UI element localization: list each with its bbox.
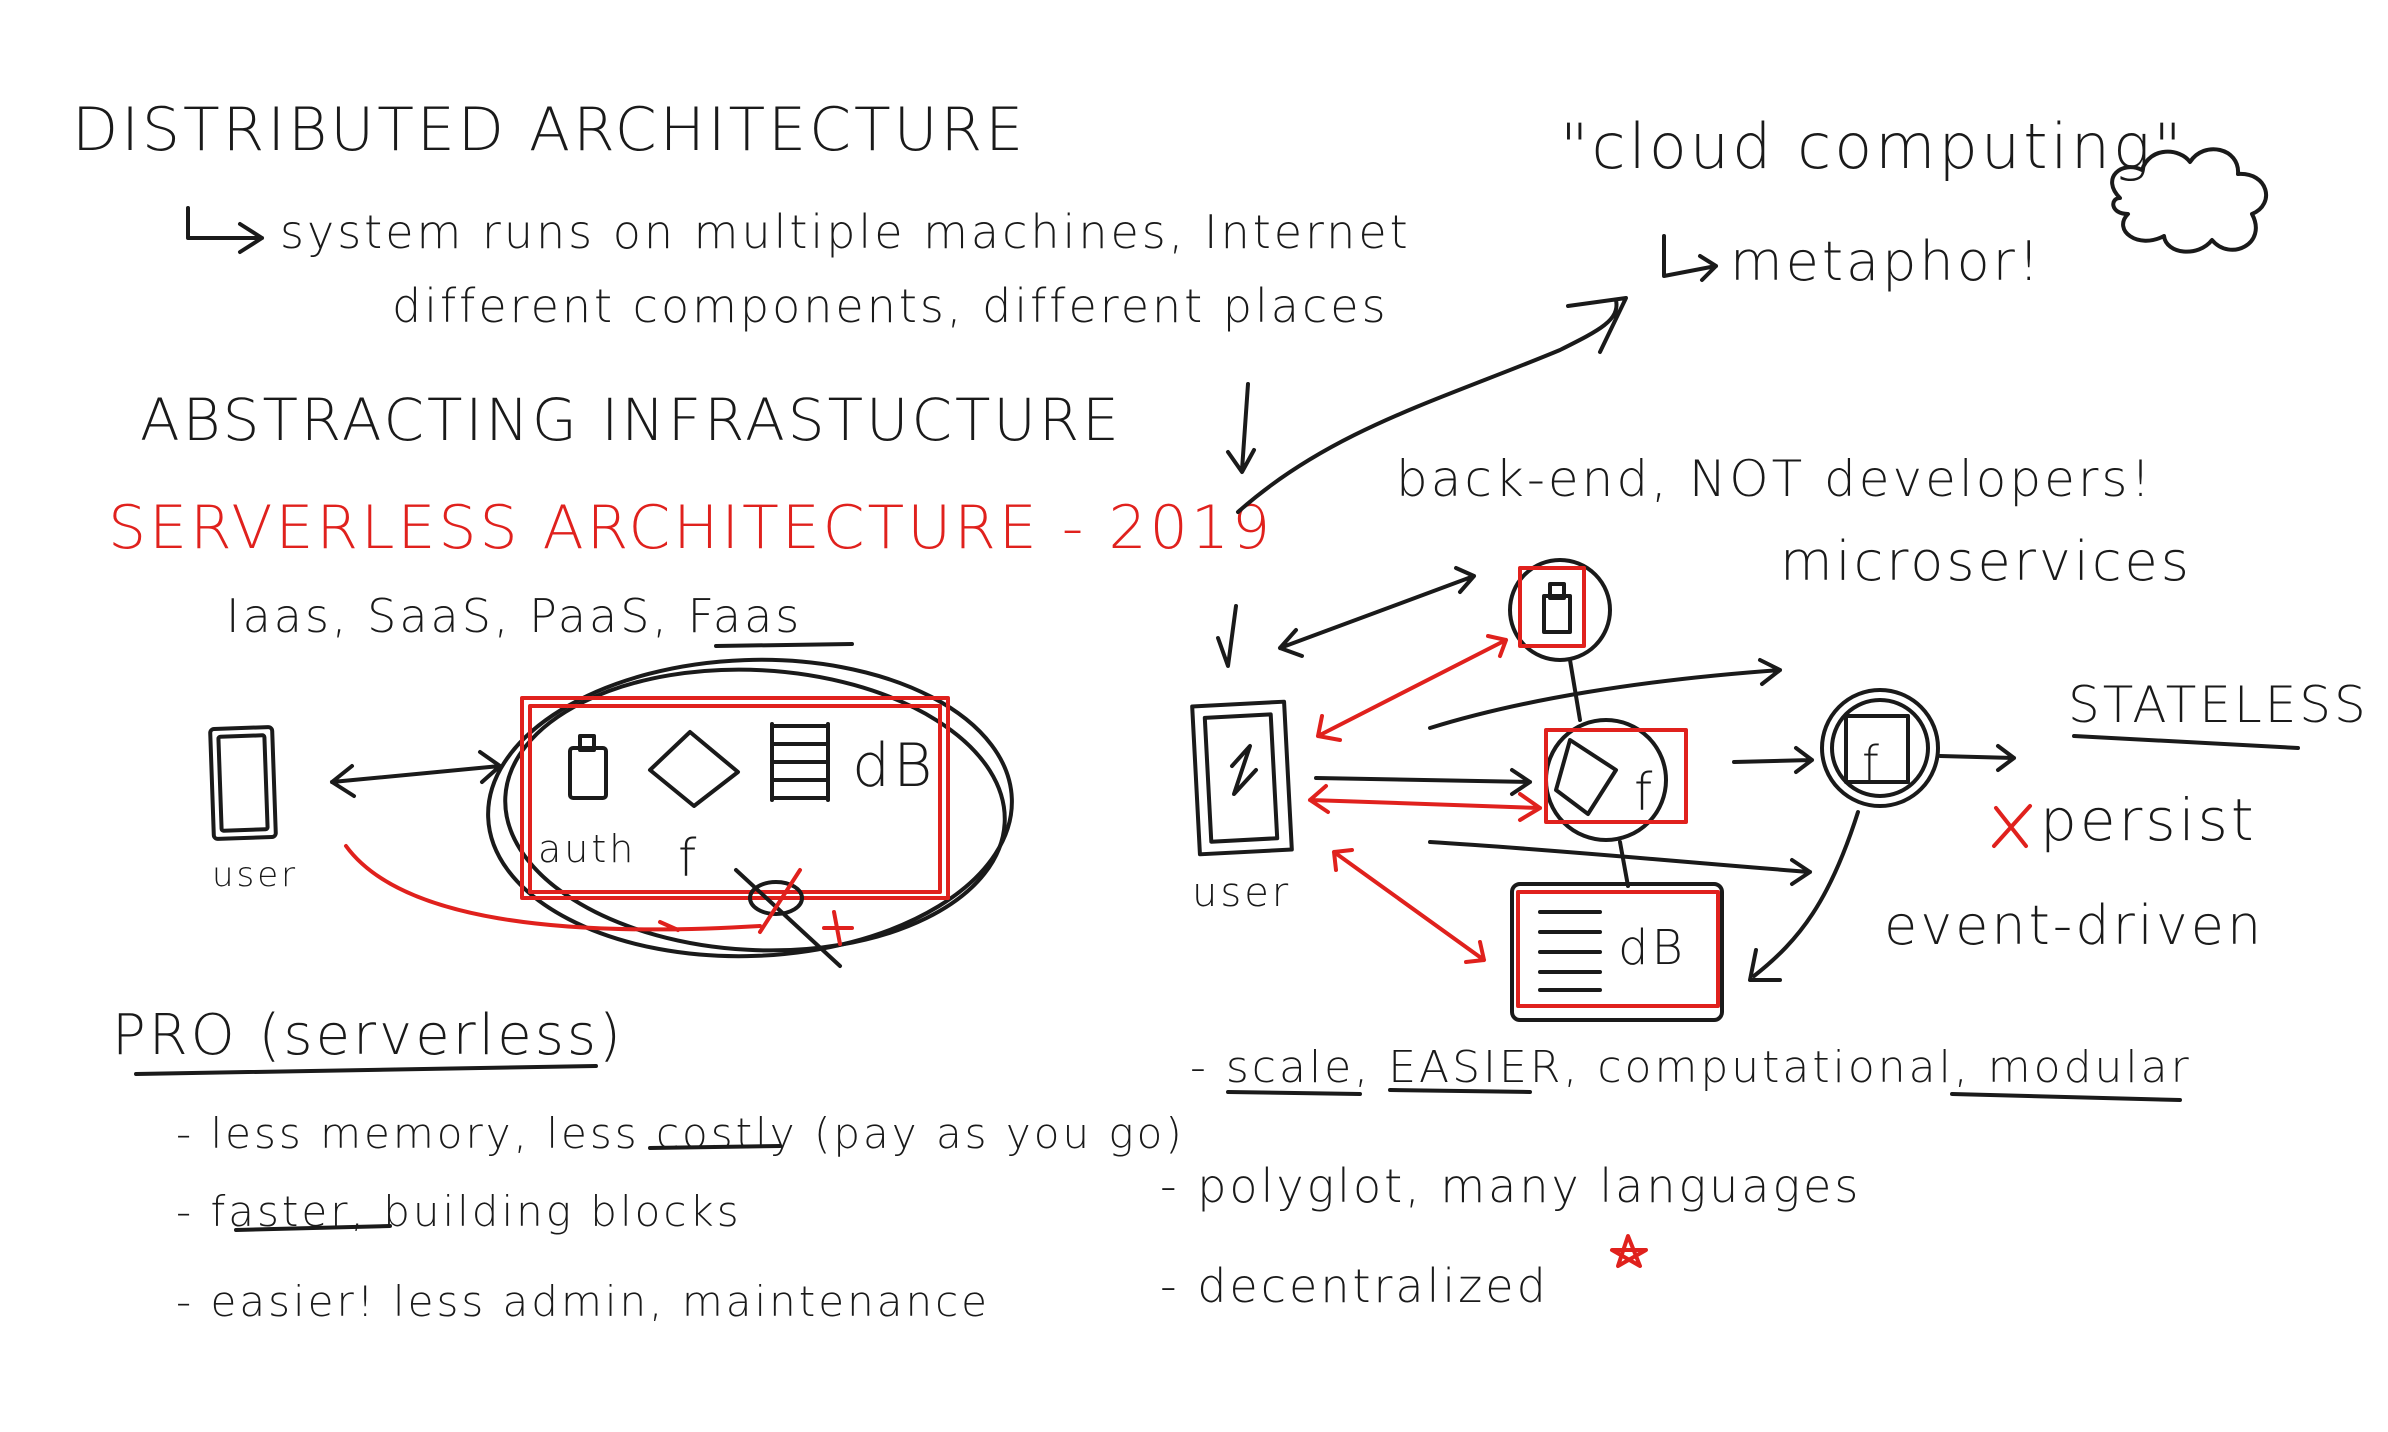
user-to-db-red-arrow: [1332, 848, 1486, 964]
cloud-computing-quote: "cloud computing": [1560, 110, 2185, 183]
services-box: [520, 696, 950, 900]
heading-serverless-architecture: SERVERLESS ARCHITECTURE - 2019: [108, 493, 1273, 563]
function-diamond-icon: [648, 730, 740, 808]
hook-arrow-icon: [186, 206, 264, 254]
backend-not-developers: back-end, NOT developers!: [1396, 450, 2154, 508]
bottom-item-scale: - scale, EASIER, computational, modular: [1190, 1042, 2192, 1093]
stateless-underline: [2072, 734, 2300, 750]
services-ellipse: [486, 657, 1014, 959]
pro-item-3: - easier! less admin, maintenance: [176, 1277, 990, 1326]
user-to-function-arrow: [1314, 768, 1532, 796]
pro-title-underline: [134, 1064, 598, 1076]
left-f-label: f: [678, 829, 699, 889]
decentralized-star-icon: [1610, 1234, 1648, 1268]
metaphor-label: metaphor!: [1730, 230, 2042, 293]
subline-different-components: different components, different places: [392, 279, 1389, 333]
cloud-icon: [2110, 147, 2269, 254]
easier-underline: [1388, 1088, 1532, 1094]
crossed-out-node-icon: [734, 868, 854, 968]
stateless-output-arrow: [1938, 744, 2016, 772]
microservices-label: microservices: [1780, 530, 2192, 593]
right-user-label: user: [1192, 870, 1291, 916]
user-to-auth-red-arrow: [1316, 634, 1508, 742]
faster-underline: [234, 1224, 392, 1232]
left-user-label: user: [212, 855, 298, 895]
user-to-function-top-arrow: [1428, 658, 1782, 730]
label-as-a-service-list: Iaas, SaaS, PaaS, Faas: [226, 589, 802, 643]
right-stateless-f-label: f: [1862, 736, 1882, 792]
bottom-item-decentralized: - decentralized: [1160, 1259, 1549, 1313]
modular-underline: [1950, 1092, 2182, 1102]
left-user-cloud-arrow: [330, 750, 502, 798]
user-to-function-red-arrow: [1308, 784, 1542, 822]
user-to-stateless-long-arrow: [1428, 840, 1812, 886]
check-mark-icon: [1216, 604, 1238, 668]
left-user-device: [208, 725, 278, 841]
right-db-label: dB: [1618, 920, 1686, 976]
database-stack-icon: [770, 722, 830, 802]
services-ellipse-inner: [503, 667, 1007, 953]
title-distributed-architecture: DISTRIBUTED ARCHITECTURE: [72, 95, 1026, 165]
auth-icon: [568, 734, 608, 800]
stateless-to-db-arrow: [1748, 810, 1860, 982]
left-db-label: dB: [852, 731, 935, 801]
auth-label: auth: [538, 827, 636, 871]
pro-title: PRO (serverless): [112, 1003, 624, 1068]
heading-abstracting-infrastructure: ABSTRACTING INFRASTUCTURE: [140, 386, 1122, 454]
auth-to-function-connector: [1568, 658, 1582, 722]
faas-underline: [714, 642, 854, 648]
user-to-auth-arrow: [1278, 566, 1476, 658]
scale-underline: [1226, 1090, 1362, 1096]
less-costly-underline: [648, 1144, 782, 1150]
stateless-label: STATELESS: [2068, 676, 2369, 734]
event-driven-label: event-driven: [1884, 894, 2264, 957]
pro-item-1: - less memory, less costly (pay as you g…: [176, 1109, 1185, 1158]
abstracting-to-cloud-arrow: [1236, 296, 1628, 514]
right-function-f-label: f: [1634, 763, 1655, 823]
right-database-node: [1510, 882, 1724, 1022]
services-box-inner: [528, 704, 942, 894]
metaphor-hook-arrow-icon: [1662, 234, 1718, 282]
right-user-device: [1190, 699, 1294, 857]
left-red-connection-curve: [344, 844, 762, 932]
subline-runs-on-multiple-machines: system runs on multiple machines, Intern…: [280, 205, 1411, 259]
persist-x-mark-icon: [1992, 804, 2032, 848]
right-stateless-function-node: [1820, 688, 1940, 808]
bottom-item-polyglot: - polyglot, many languages: [1160, 1159, 1861, 1213]
function-to-db-connector: [1618, 840, 1630, 888]
down-arrow-icon: [1226, 382, 1256, 474]
right-auth-node: [1508, 558, 1612, 662]
function-to-stateless-arrow: [1732, 746, 1814, 774]
persist-label: persist: [2040, 786, 2257, 854]
right-function-node: [1544, 718, 1688, 842]
